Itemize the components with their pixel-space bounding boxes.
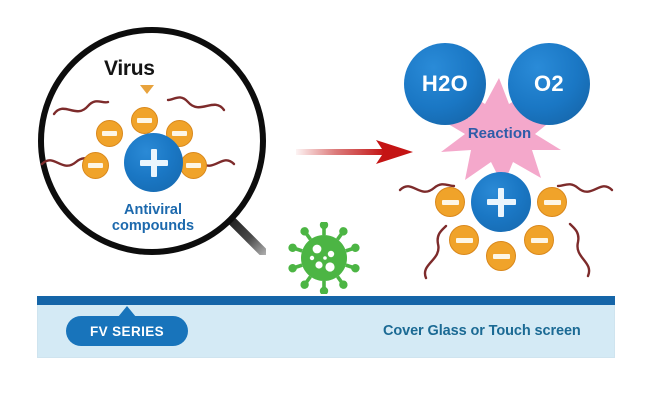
ion-negative [82,152,109,179]
ion-negative [180,152,207,179]
ion-negative [166,120,193,147]
antiviral-core [124,133,183,192]
ion-negative [449,225,479,255]
cover-glass-label: Cover Glass or Touch screen [383,323,581,339]
ion-negative [96,120,123,147]
o2-bubble: O2 [508,43,590,125]
ion-negative [486,241,516,271]
red-arrow-icon [296,140,413,164]
h2o-bubble: H2O [404,43,486,125]
ion-negative [435,187,465,217]
ion-negative [537,187,567,217]
ion-negative [524,225,554,255]
virus-label: Virus [104,57,155,80]
reaction-ion-tails [398,183,614,280]
virus-particle-icon [288,222,360,294]
coating-layer-bar [37,296,615,305]
reaction-label: Reaction [467,125,532,142]
ion-negative [131,107,158,134]
fv-badge-pointer-icon [118,306,136,317]
antiviral-compounds-label: Antiviral compounds [111,202,195,234]
antiviral-core [471,172,531,232]
fv-series-badge: FV SERIES [66,316,188,346]
virus-pointer-triangle-icon [140,85,154,94]
